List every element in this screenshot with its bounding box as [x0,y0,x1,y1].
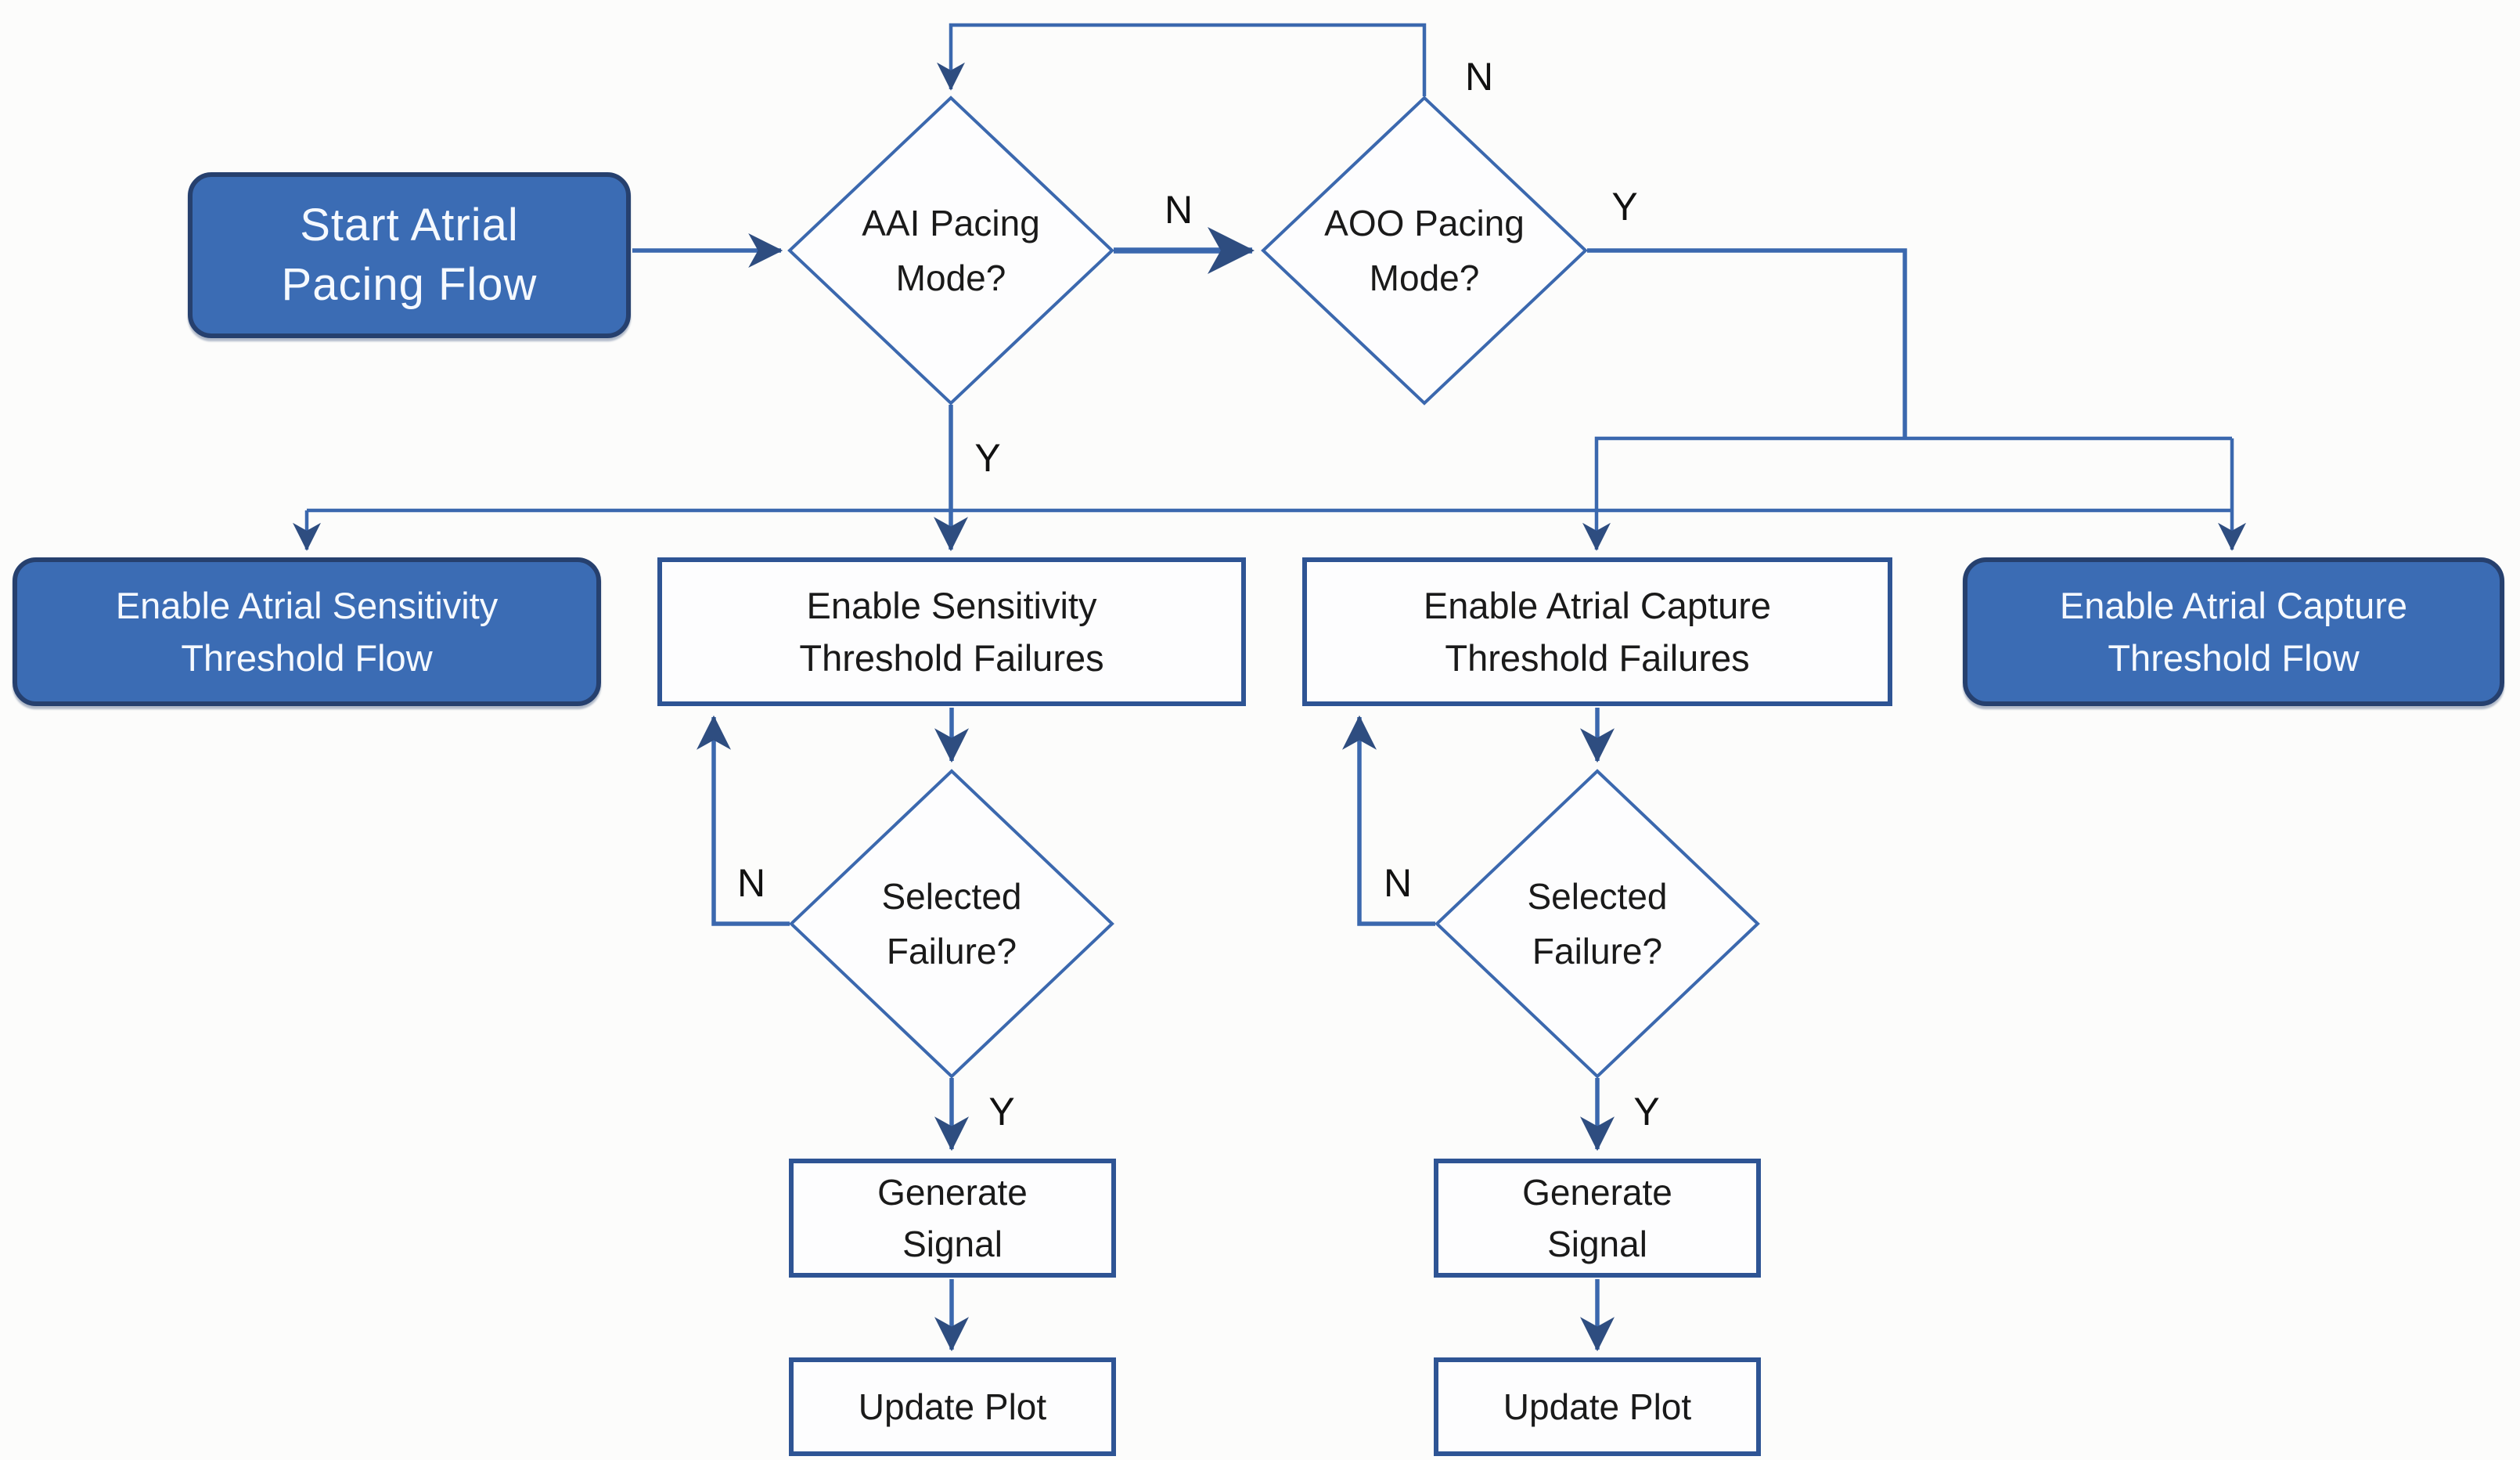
edge-aoo-yes-split-to-capture-failures [1582,436,2232,551]
edge-selected2-no-loop [1342,715,1435,926]
aai-decision-label: AAI Pacing Mode? [787,196,1115,305]
label-y-aoo: Y [1611,185,1638,229]
update-plot-1-node: Update Plot [789,1357,1116,1456]
label-n-aai-to-aoo: N [1164,188,1193,232]
selected-failure-2-shape [1435,769,1760,1079]
gen1-line1: Generate [877,1172,1028,1213]
enable-atrial-capture-threshold-flow-node: Enable Atrial Capture Threshold Flow [1963,557,2504,706]
selected-failure-1-label: Selected Failure? [787,869,1116,979]
sel2-line2: Failure? [1532,931,1663,972]
cap-flow-line2: Threshold Flow [2108,637,2360,679]
start-node-line2: Pacing Flow [281,259,538,310]
sel1-line2: Failure? [886,931,1017,972]
label-y-selected-capture: Y [1633,1090,1660,1134]
selected-failure-2-label: Selected Failure? [1433,869,1762,979]
start-node: Start Atrial Pacing Flow [188,172,631,338]
generate-signal-2-node: Generate Signal [1434,1159,1761,1278]
sens-flow-line1: Enable Atrial Sensitivity [115,585,499,626]
sens-fail-line1: Enable Sensitivity [806,585,1097,626]
sens-flow-line2: Threshold Flow [181,637,433,679]
cap-flow-line1: Enable Atrial Capture [2059,585,2408,626]
label-n-loop-capture: N [1383,861,1413,905]
sel2-line1: Selected [1527,876,1668,917]
selected-failure-1-shape [789,769,1114,1079]
label-n-feedback: N [1464,55,1494,99]
upd1-line1: Update Plot [858,1386,1047,1427]
enable-atrial-capture-threshold-failures-node: Enable Atrial Capture Threshold Failures [1302,557,1892,706]
label-y-selected-sensitivity: Y [988,1090,1015,1134]
sel1-line1: Selected [881,876,1022,917]
start-node-line1: Start Atrial [300,200,519,251]
aai-decision-shape [787,96,1114,406]
enable-sensitivity-threshold-failures-node: Enable Sensitivity Threshold Failures [657,557,1246,706]
aoo-line2: Mode? [1369,258,1480,298]
label-y-aai: Y [974,436,1001,480]
sens-fail-line2: Threshold Failures [799,637,1104,679]
edge-selected1-no-loop [697,715,790,926]
cap-fail-line2: Threshold Failures [1445,637,1750,679]
gen2-line2: Signal [1547,1224,1647,1264]
label-n-loop-sensitivity: N [736,861,766,905]
edge-aoo-no-feedback-loop [937,23,1427,96]
cap-fail-line1: Enable Atrial Capture [1423,585,1772,626]
upd2-line1: Update Plot [1503,1386,1692,1427]
enable-atrial-sensitivity-threshold-flow-node: Enable Atrial Sensitivity Threshold Flow [13,557,601,706]
aoo-decision-label: AOO Pacing Mode? [1260,196,1589,305]
gen2-line1: Generate [1522,1172,1672,1213]
aai-line1: AAI Pacing [862,203,1040,243]
aoo-decision-shape [1261,96,1588,406]
update-plot-2-node: Update Plot [1434,1357,1761,1456]
edge-aoo-yes-corner [1587,248,1907,438]
aai-line2: Mode? [895,258,1006,298]
aoo-line1: AOO Pacing [1324,203,1525,243]
generate-signal-1-node: Generate Signal [789,1159,1116,1278]
gen1-line2: Signal [902,1224,1003,1264]
